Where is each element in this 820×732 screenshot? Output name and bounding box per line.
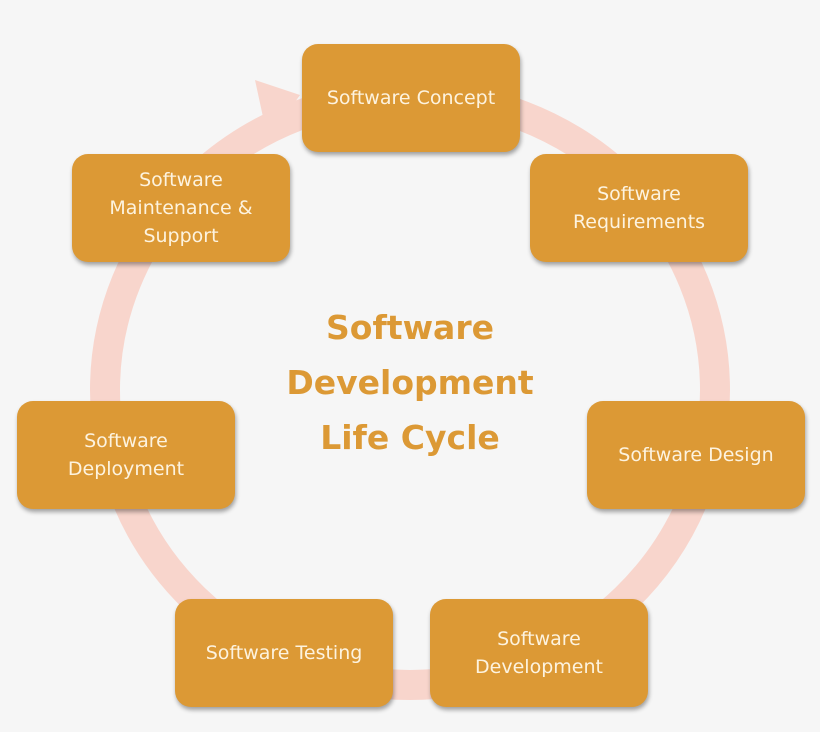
stage-software-maintenance-support: Software Maintenance & Support [72, 154, 290, 262]
diagram-title: Software Development Life Cycle [286, 308, 534, 457]
stage-software-testing: Software Testing [175, 599, 393, 707]
cycle-arrowhead-icon [255, 80, 300, 140]
stage-software-deployment: Software Deployment [17, 401, 235, 509]
stage-software-requirements: Software Requirements [530, 154, 748, 262]
stage-software-design: Software Design [587, 401, 805, 509]
stage-software-development: Software Development [430, 599, 648, 707]
stage-software-concept: Software Concept [302, 44, 520, 152]
